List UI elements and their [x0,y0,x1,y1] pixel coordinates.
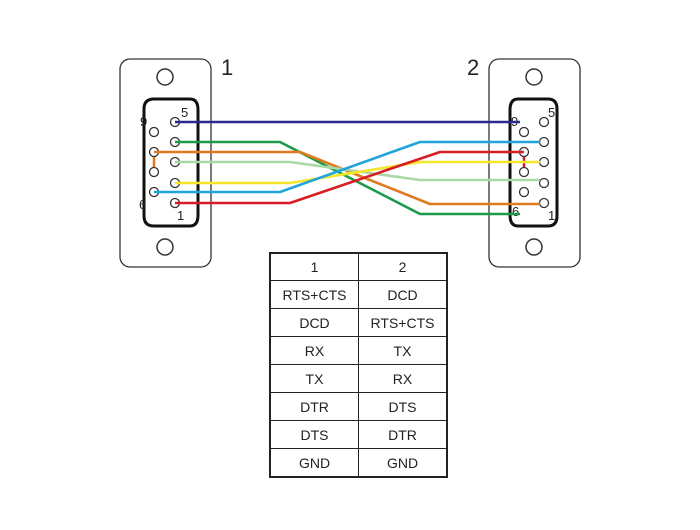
wire-c1-pin2-to-c2-pin3 [175,160,540,185]
connector-2-pin-label-bottom-right: 1 [548,208,555,223]
connector-2-pin-label-top-right: 5 [548,105,555,120]
connector-1-bottom-screw-hole [156,238,174,256]
table-cell: GND [358,448,448,478]
connector-2-pin-4 [538,136,550,148]
table-cell: DCD [269,308,359,337]
connector-1-pin-label-top-left: 9 [140,114,147,129]
wires [154,120,540,216]
table-cell: RX [269,336,359,365]
connector-2-pin-7 [518,166,530,178]
connector-1-pin-7 [148,166,160,178]
table-header-connector-2: 2 [358,252,448,281]
table-cell: TX [269,364,359,393]
connector-2-label: 2 [467,55,479,80]
connector-2-top-screw-hole [525,68,543,86]
table-cell: RX [358,364,448,393]
connector-2-pin-6 [518,186,530,198]
connector-1: 5 9 6 1 1 [119,55,233,268]
table-cell: RTS+CTS [269,280,359,309]
connector-2-pin-9 [518,126,530,138]
connector-1-pin-label-top-right: 5 [181,105,188,120]
connector-1-top-screw-hole [156,68,174,86]
table-cell: DTR [358,420,448,449]
table-cell: TX [358,336,448,365]
wire-c1-pin3-to-c2-pin2 [175,160,540,182]
connector-1-pin-9 [148,126,160,138]
connector-2-pin-1 [538,197,550,209]
table-cell: DTS [358,392,448,421]
table-header-connector-1: 1 [269,252,359,281]
table-cell: DCD [358,280,448,309]
table-cell: DTS [269,420,359,449]
connector-2-pin-label-bottom-left: 6 [512,204,519,219]
connector-1-pin-label-bottom-left: 6 [139,197,146,212]
connector-2-pin-3 [538,156,550,168]
connector-2-bottom-screw-hole [525,238,543,256]
wire-c1-bridge-to-c2-pin1 [154,150,540,206]
table-cell: RTS+CTS [358,308,448,337]
connector-1-label: 1 [221,55,233,80]
table-cell: DTR [269,392,359,421]
wire-c1-pin6-to-c2-pin4 [154,140,540,194]
table-cell: GND [269,448,359,478]
connector-2-pin-5 [538,116,550,128]
connector-1-pin-label-bottom-right: 1 [177,208,184,223]
table-header-row: 1 2 [269,252,448,281]
connector-2-pin-2 [538,177,550,189]
wire-c1-pin4-to-c2-pin6 [175,140,520,216]
wire-c1-pin1-to-c2-bridge [175,150,524,205]
